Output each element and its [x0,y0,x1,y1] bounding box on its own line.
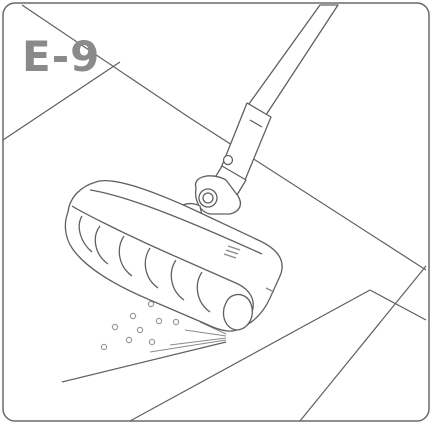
floor-perspective-line [61,341,227,383]
vacuum-wand-icon [209,4,339,201]
floor-edge-right [299,265,427,422]
room-lines [2,4,427,422]
wall-line-left [2,61,121,141]
debris-particles-icon [100,300,180,351]
rug-edge-top [369,289,427,321]
floor-brush-head-icon [64,179,283,332]
sweep-lines [149,321,227,353]
floor-edge-top [189,117,427,271]
wall-line-top [21,4,191,119]
step-label: E-9 [22,32,101,81]
rug-edge-left [129,289,371,422]
